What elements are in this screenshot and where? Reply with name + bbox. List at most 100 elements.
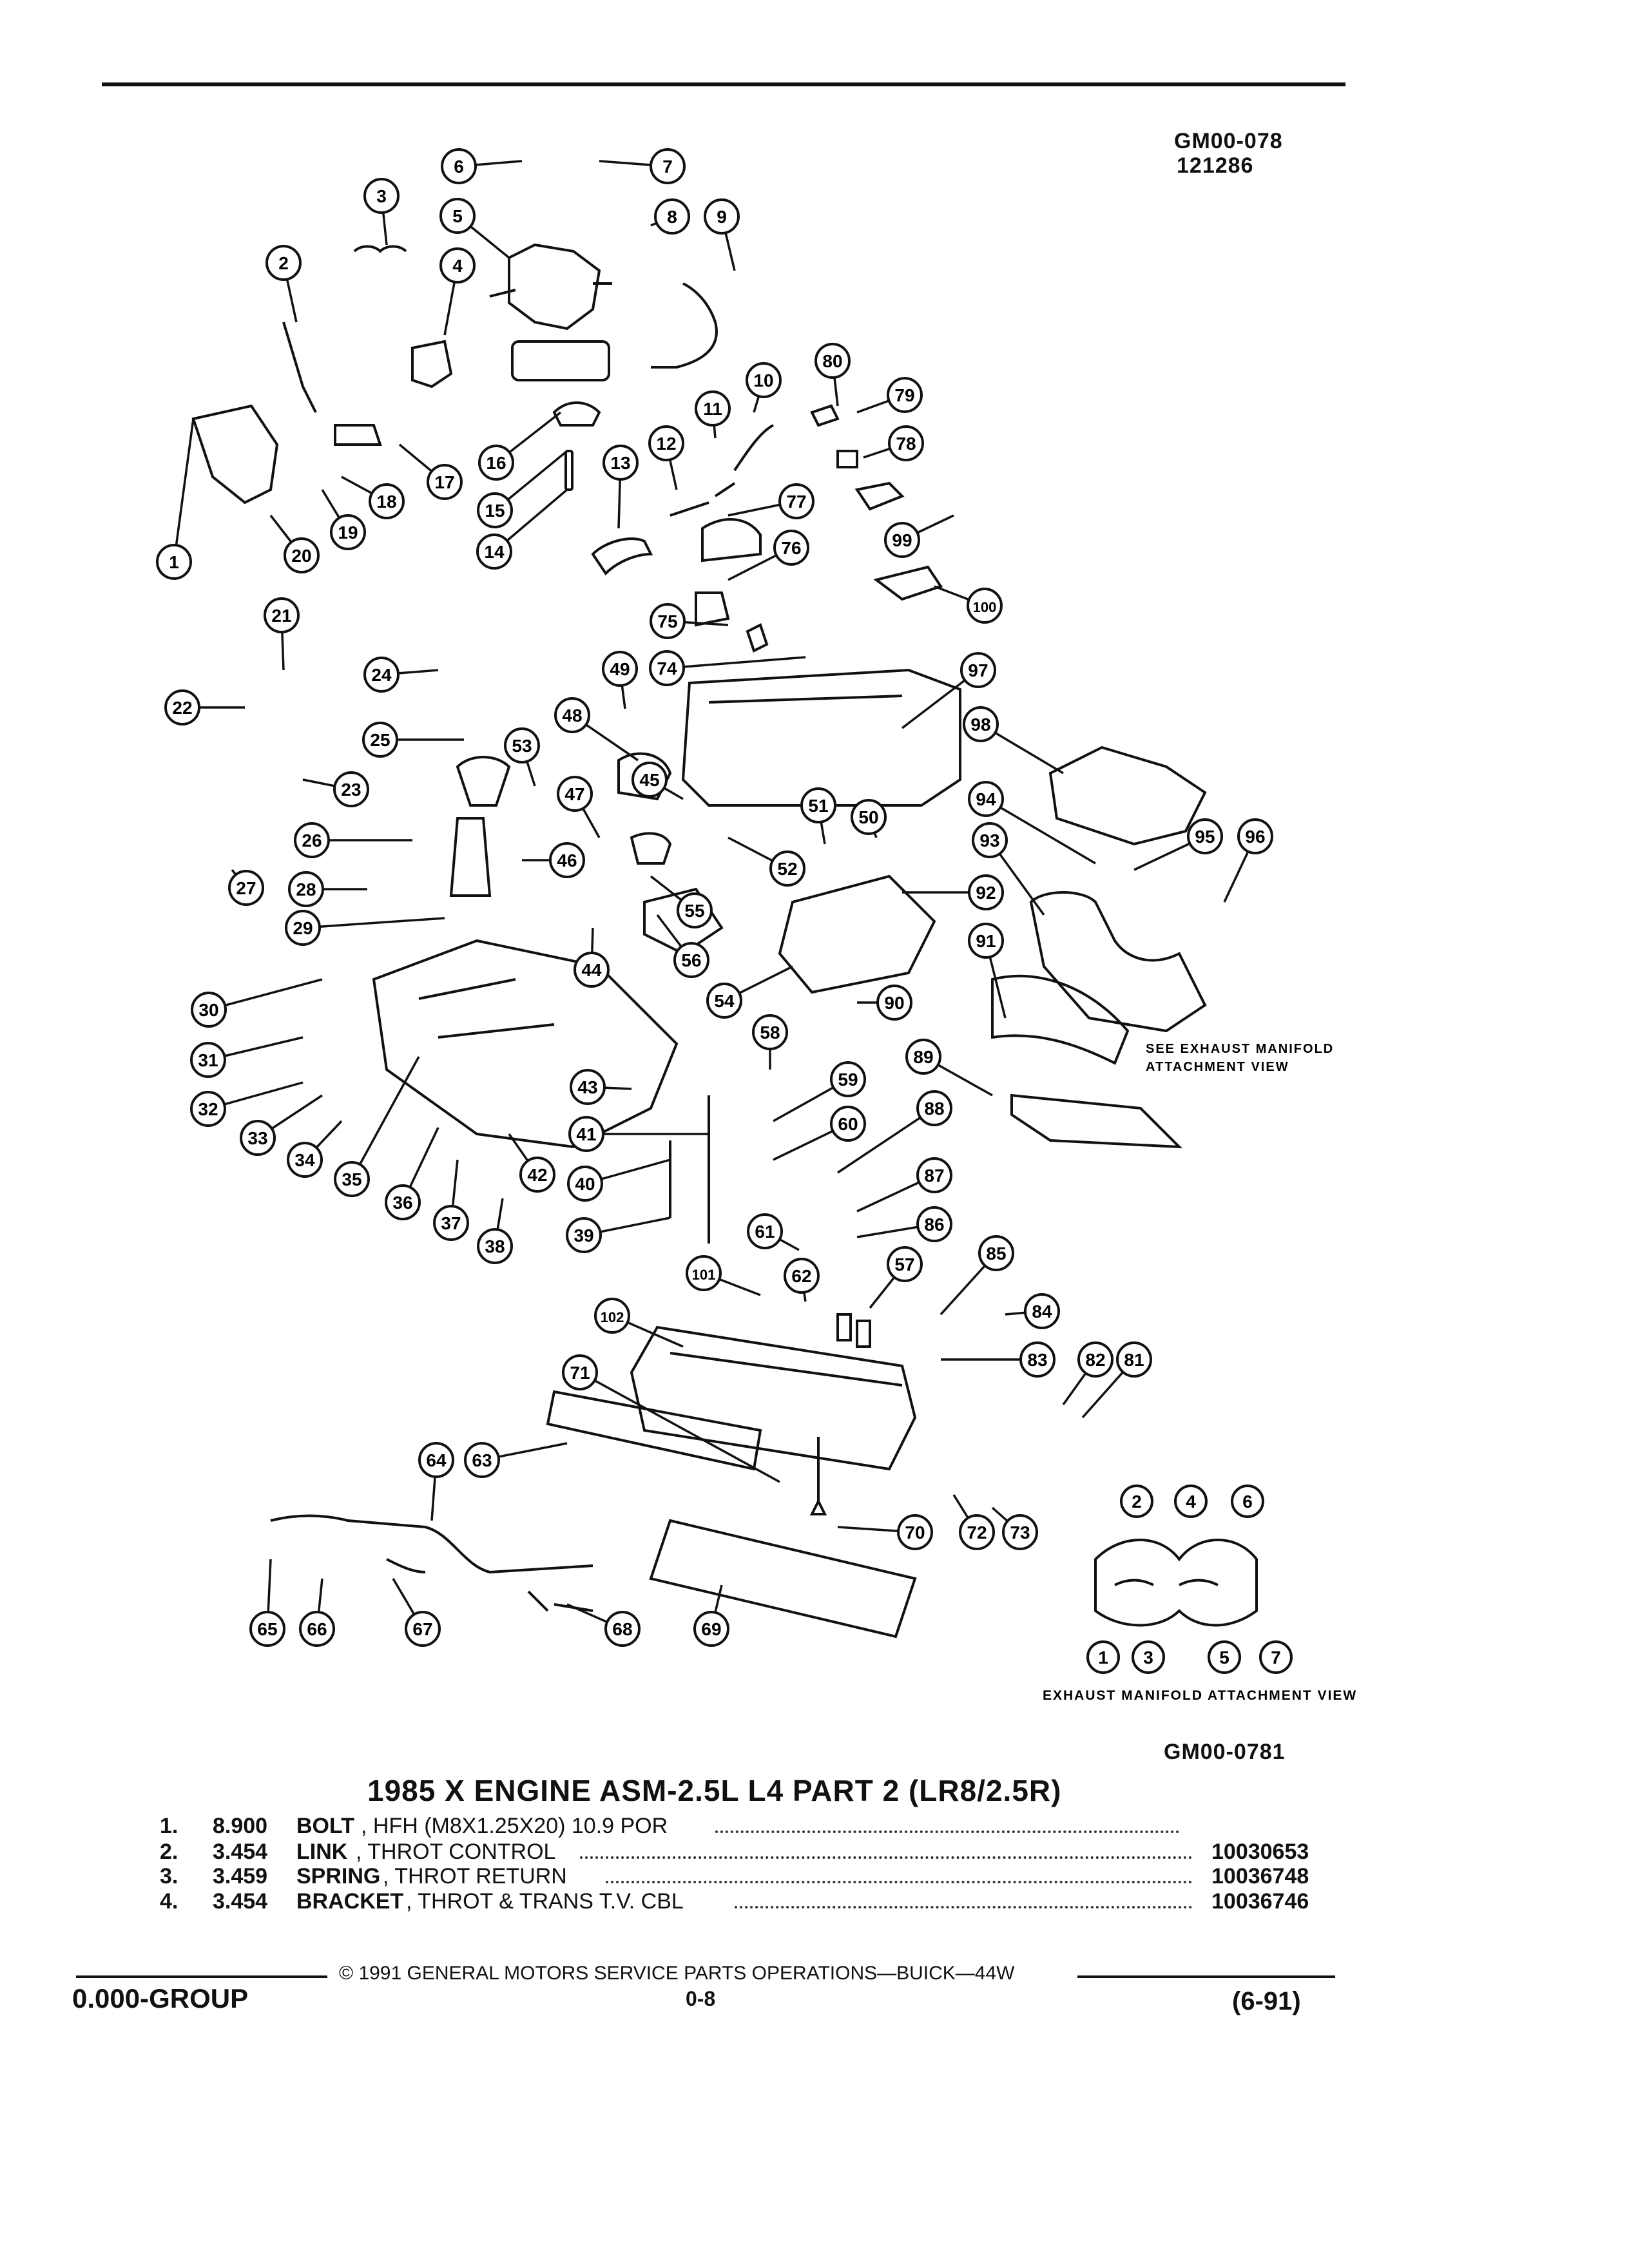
callout-18: 18 — [369, 483, 405, 519]
callout-98: 98 — [963, 706, 999, 742]
callout-number: 85 — [986, 1244, 1006, 1264]
callout-number: 83 — [1027, 1350, 1047, 1370]
callout-number: 32 — [198, 1099, 218, 1119]
callout-27: 27 — [228, 870, 264, 906]
callout-69: 69 — [693, 1611, 729, 1647]
item-name: SPRING — [296, 1864, 381, 1888]
callout-number: 6 — [454, 157, 464, 177]
callout-number: 97 — [968, 660, 988, 680]
callout-number: 43 — [577, 1077, 597, 1097]
callout-102: 102 — [594, 1298, 630, 1334]
callout-number: 49 — [610, 659, 630, 679]
callout-number: 38 — [485, 1236, 505, 1256]
callout-number: 28 — [296, 879, 316, 899]
parts-list-title: 1985 X ENGINE ASM-2.5L L4 PART 2 (LR8/2.… — [367, 1774, 1062, 1807]
callout-number: 6 — [1242, 1492, 1253, 1512]
callout-number: 4 — [1186, 1492, 1196, 1512]
callout-91: 91 — [968, 923, 1004, 959]
callout-40: 40 — [567, 1166, 603, 1202]
callout-number: 65 — [257, 1619, 277, 1639]
exhaust-note-line2: ATTACHMENT VIEW — [1146, 1060, 1289, 1074]
callout-number: 52 — [777, 859, 797, 879]
callout-65: 65 — [249, 1611, 285, 1647]
callout-33: 33 — [240, 1120, 276, 1156]
figure-date: 121286 — [1177, 153, 1254, 178]
callout-number: 87 — [924, 1166, 944, 1186]
callout-number: 64 — [426, 1450, 447, 1470]
leader-dots — [715, 1814, 1179, 1833]
callout-number: 3 — [376, 186, 387, 206]
callout-number: 66 — [307, 1619, 327, 1639]
item-code: 3.454 — [213, 1889, 268, 1914]
callout-83: 83 — [1019, 1341, 1055, 1378]
callout-93: 93 — [972, 822, 1008, 858]
callout-number: 41 — [576, 1124, 596, 1144]
exhaust-view-callout-6: 6 — [1231, 1485, 1264, 1518]
callout-number: 76 — [781, 538, 801, 558]
callout-number: 88 — [924, 1099, 944, 1119]
copyright: © 1991 GENERAL MOTORS SERVICE PARTS OPER… — [339, 1963, 1015, 1984]
callout-26: 26 — [294, 822, 330, 858]
callout-number: 73 — [1010, 1523, 1030, 1542]
figure-code-bottom: GM00-0781 — [1164, 1740, 1286, 1764]
footer-rule-left — [76, 1975, 327, 1978]
callout-number: 78 — [896, 434, 916, 454]
callout-number: 2 — [278, 253, 289, 273]
callout-number: 72 — [967, 1523, 987, 1542]
callout-80: 80 — [815, 343, 851, 379]
callout-number: 63 — [472, 1450, 492, 1470]
callout-70: 70 — [897, 1514, 933, 1550]
callout-number: 62 — [791, 1266, 811, 1286]
callout-12: 12 — [648, 425, 684, 461]
callout-66: 66 — [299, 1611, 335, 1647]
item-code: 3.459 — [213, 1864, 268, 1888]
callout-number: 74 — [657, 658, 677, 678]
callout-63: 63 — [464, 1442, 500, 1478]
callout-57: 57 — [887, 1246, 923, 1282]
callout-58: 58 — [752, 1014, 788, 1050]
callout-number: 36 — [392, 1193, 412, 1213]
callout-number: 31 — [198, 1050, 218, 1070]
callout-number: 1 — [169, 552, 179, 572]
callout-number: 94 — [976, 789, 996, 809]
callout-67: 67 — [405, 1611, 441, 1647]
callout-34: 34 — [287, 1142, 323, 1178]
callout-52: 52 — [769, 850, 805, 887]
callout-101: 101 — [686, 1255, 722, 1291]
callout-32: 32 — [190, 1091, 226, 1127]
exhaust-view-callout-7: 7 — [1259, 1640, 1293, 1674]
callout-number: 34 — [294, 1150, 315, 1170]
callout-number: 42 — [527, 1165, 547, 1185]
callout-number: 100 — [973, 599, 997, 615]
callout-43: 43 — [570, 1069, 606, 1105]
callout-number: 16 — [486, 453, 506, 473]
callout-97: 97 — [960, 652, 996, 688]
item-number: 4. — [160, 1889, 178, 1914]
callout-1: 1 — [156, 544, 192, 580]
callout-53: 53 — [504, 727, 540, 764]
callout-90: 90 — [876, 985, 912, 1021]
callout-number: 20 — [291, 546, 311, 566]
callout-86: 86 — [916, 1206, 952, 1242]
callout-number: 13 — [610, 453, 630, 473]
callout-72: 72 — [959, 1514, 995, 1550]
callout-55: 55 — [677, 892, 713, 928]
callout-75: 75 — [650, 603, 686, 639]
callout-78: 78 — [888, 425, 924, 461]
callout-77: 77 — [778, 483, 815, 519]
callout-number: 99 — [892, 530, 912, 550]
callout-64: 64 — [418, 1442, 454, 1478]
callout-number: 102 — [601, 1309, 624, 1325]
leader-dots — [580, 1840, 1192, 1859]
callout-number: 71 — [570, 1363, 590, 1383]
callout-44: 44 — [574, 952, 610, 988]
callout-number: 86 — [924, 1215, 944, 1235]
callout-41: 41 — [568, 1116, 604, 1152]
callout-number: 60 — [838, 1114, 858, 1134]
callout-number: 26 — [302, 831, 322, 850]
item-code: 8.900 — [213, 1814, 268, 1838]
callout-number: 54 — [714, 991, 735, 1011]
item-desc: , HFH (M8X1.25X20) 10.9 POR — [361, 1814, 668, 1838]
callout-number: 33 — [247, 1128, 267, 1148]
callout-31: 31 — [190, 1042, 226, 1078]
